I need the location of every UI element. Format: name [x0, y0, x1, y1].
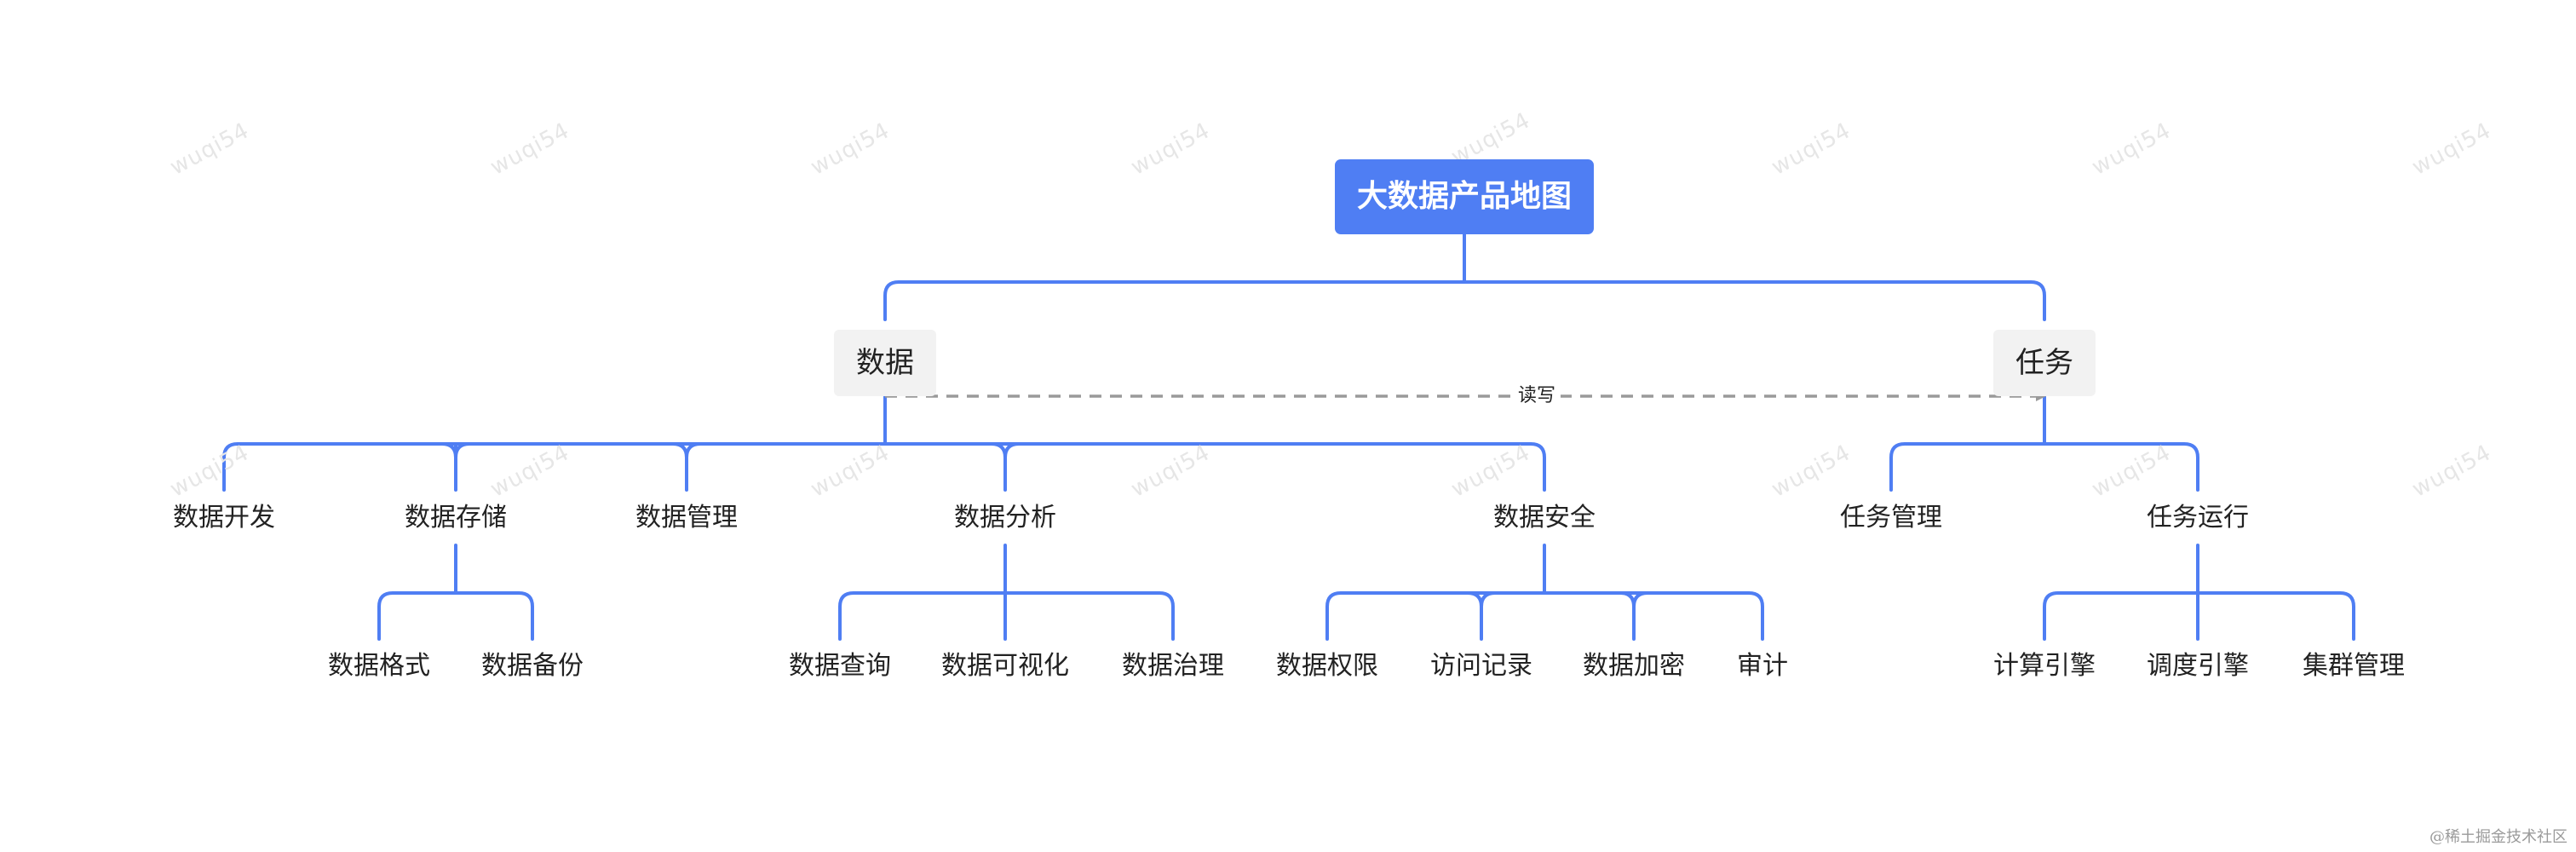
node-data-management[interactable]: 数据管理: [635, 503, 738, 532]
node-task-management[interactable]: 任务管理: [1840, 503, 1942, 532]
node-data-analysis[interactable]: 数据分析: [954, 503, 1056, 532]
leaf-access-log[interactable]: 访问记录: [1430, 651, 1532, 681]
leaf-data-format[interactable]: 数据格式: [328, 651, 430, 681]
branch-data[interactable]: 数据: [834, 330, 936, 396]
node-data-development[interactable]: 数据开发: [173, 503, 275, 532]
leaf-data-backup[interactable]: 数据备份: [481, 651, 584, 681]
node-task-running[interactable]: 任务运行: [2147, 503, 2249, 532]
root-node[interactable]: 大数据产品地图: [1334, 159, 1595, 234]
leaf-data-governance[interactable]: 数据治理: [1122, 651, 1224, 681]
relation-label[interactable]: 读写: [1512, 385, 1561, 407]
leaf-data-encryption[interactable]: 数据加密: [1583, 651, 1685, 681]
leaf-compute-engine[interactable]: 计算引擎: [1993, 651, 2096, 681]
leaf-data-query[interactable]: 数据查询: [789, 651, 891, 681]
node-data-security[interactable]: 数据安全: [1493, 503, 1596, 532]
node-data-storage[interactable]: 数据存储: [405, 503, 507, 532]
leaf-audit[interactable]: 审计: [1737, 651, 1788, 681]
leaf-cluster-management[interactable]: 集群管理: [2303, 651, 2405, 681]
leaf-schedule-engine[interactable]: 调度引擎: [2147, 651, 2249, 681]
branch-task[interactable]: 任务: [1993, 330, 2096, 396]
leaf-data-visualization[interactable]: 数据可视化: [941, 651, 1069, 681]
leaf-data-permission[interactable]: 数据权限: [1276, 651, 1378, 681]
footer-credit: @稀土掘金技术社区: [2429, 828, 2567, 846]
